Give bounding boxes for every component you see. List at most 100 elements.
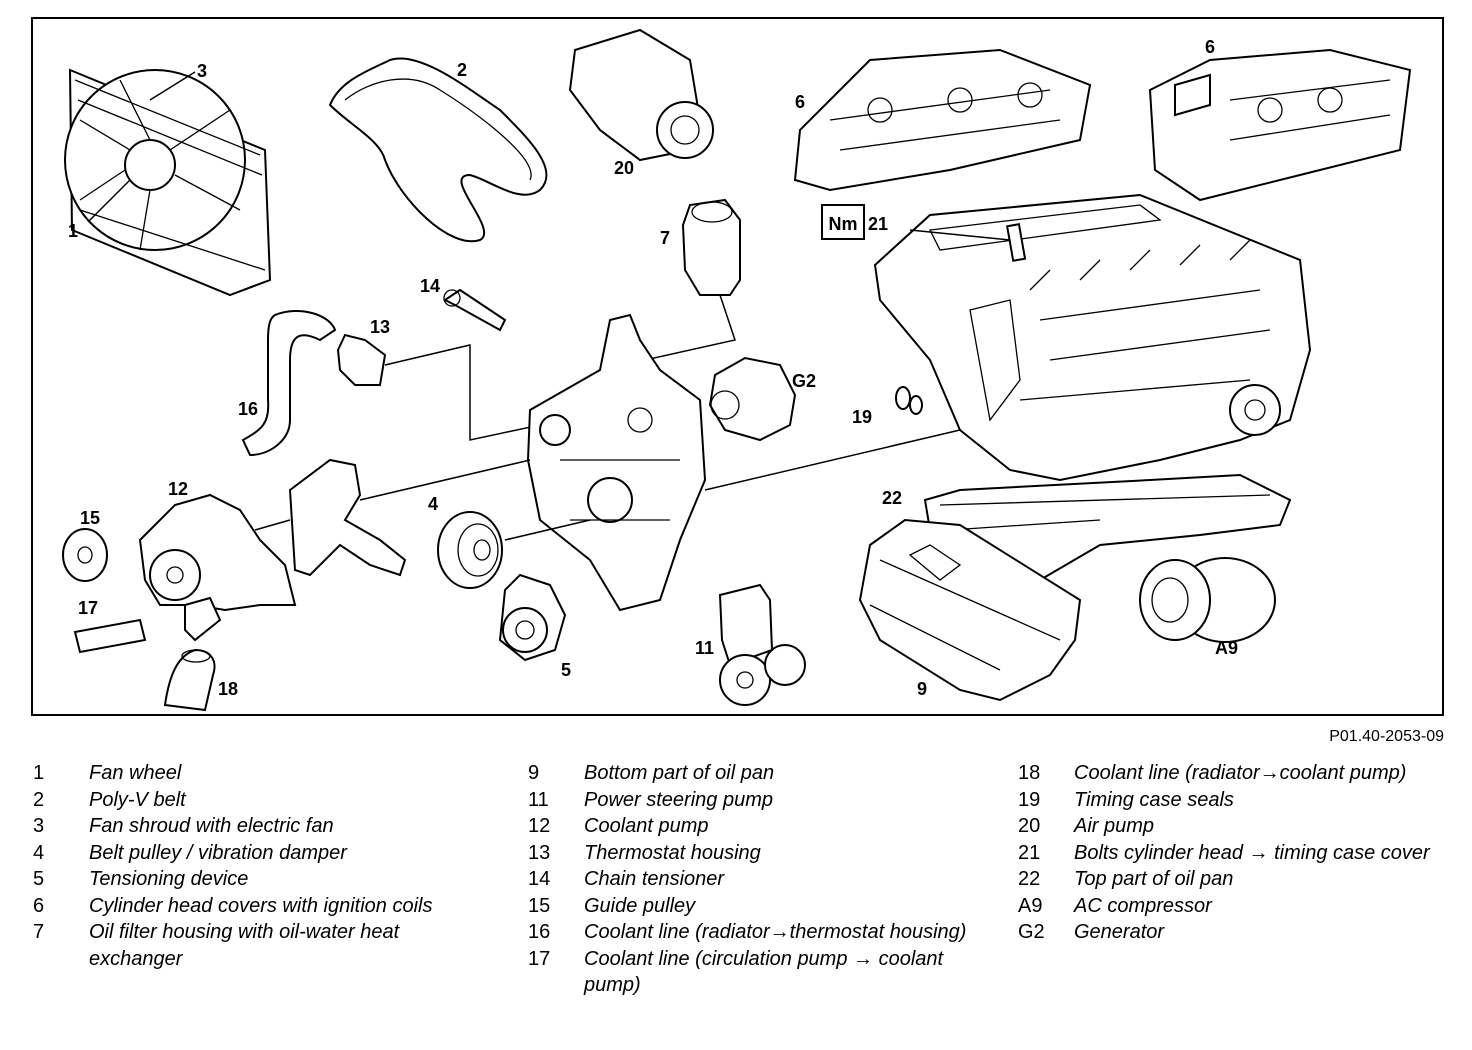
engine-block-drawing [873,193,1312,482]
legend-text: Coolant line (radiator→coolant pump) [1074,762,1407,784]
legend-text: Belt pulley / vibration damper [89,841,347,864]
chain-tensioner-drawing [443,288,507,332]
legend-num: 15 [528,894,551,917]
timing-case-cover-drawing [526,313,707,612]
coolant-line-18-drawing [163,648,216,712]
coolant-line-16-drawing [241,310,337,457]
legend-num: 12 [528,815,551,837]
legend-num: 11 [528,788,549,811]
callout-2: 2 [457,60,467,80]
timing-case-seals-drawing [704,386,961,491]
legend-text: Guide pulley [584,894,696,917]
exploded-diagram-frame [31,17,1444,716]
legend-num: 16 [528,921,551,943]
legend-num: A9 [1018,894,1043,917]
legend-column-3: 18 Coolant line (radiator→coolant pump) 1… [1018,760,1458,946]
legend-num: 13 [528,841,551,864]
legend-num: 21 [1018,841,1041,864]
legend-item: 16 Coolant line (radiator→thermostat hous… [528,919,978,946]
callout-21: 21 [868,214,888,234]
legend-item: 11 Power steering pump [528,787,978,814]
power-steering-pump-drawing [718,583,806,706]
callout-20: 20 [614,158,634,178]
callout-11: 11 [695,638,714,658]
legend-item: A9 AC compressor [1018,893,1458,920]
legend-text: Air pump [1074,815,1155,837]
callout-6-left: 6 [795,92,805,112]
oil-pan-bottom-drawing [858,518,1082,702]
legend-num: 9 [528,762,540,784]
air-pump-drawing [568,28,714,162]
legend-num: 22 [1018,868,1041,890]
nm-badge-box [821,204,865,240]
legend-item: 18 Coolant line (radiator→coolant pump) [1018,760,1458,787]
legend-text: Cylinder head covers with ignition coils [89,894,433,917]
legend-text: Poly-V belt [89,788,186,811]
legend-num: 5 [33,868,45,890]
coolant-line-17-drawing [73,618,147,654]
legend-num: 3 [33,815,45,837]
legend-text: AC compressor [1074,894,1212,917]
callout-4: 4 [428,494,438,514]
legend-num: 14 [528,868,551,890]
callout-G2: G2 [792,371,816,391]
legend-item: 7 Oil filter housing with oil-water heat … [33,919,473,972]
callout-19: 19 [852,407,872,427]
legend-num: G2 [1018,921,1045,943]
legend-num: 20 [1018,815,1041,837]
callout-22: 22 [882,488,902,508]
legend-num: 17 [528,947,551,970]
coolant-pump-drawing [138,493,297,642]
legend-item: 15 Guide pulley [528,893,978,920]
legend-text: Oil filter housing with oil-water heat e… [89,921,400,970]
legend-item: 21 Bolts cylinder head → timing case cove… [1018,840,1458,867]
callout-A9: A9 [1215,638,1238,658]
callout-16: 16 [238,399,258,419]
callout-7: 7 [660,228,670,248]
legend-item: 20 Air pump [1018,813,1458,840]
callout-15: 15 [80,508,100,528]
figure-code: P01.40-2053-09 [1329,728,1444,745]
legend-num: 19 [1018,788,1041,811]
tensioning-device-drawing [498,573,567,662]
legend-num: 2 [33,788,45,811]
generator-drawing [708,356,797,442]
legend-item: 2 Poly-V belt [33,787,473,814]
legend-text: Coolant pump [584,815,709,837]
callout-9: 9 [917,679,927,699]
legend-text: Fan shroud with electric fan [89,815,334,837]
legend-num: 6 [33,894,45,917]
callout-14: 14 [420,276,440,296]
callout-3: 3 [197,61,207,81]
legend-text: Timing case seals [1074,788,1234,811]
legend-num: 18 [1018,762,1041,784]
cylinder-head-cover-left-drawing [793,48,1092,192]
legend-text: Tensioning device [89,868,249,890]
callout-5: 5 [561,660,571,680]
legend-text: Bolts cylinder head → timing case cover [1074,841,1430,864]
legend-item: 12 Coolant pump [528,813,978,840]
nm-badge: Nm [828,214,857,234]
legend-item: 13 Thermostat housing [528,840,978,867]
legend-item: 19 Timing case seals [1018,787,1458,814]
legend-text: Thermostat housing [584,841,761,864]
timing-cover-gasket-drawing [288,458,531,577]
poly-v-belt-drawing [328,57,548,243]
ac-compressor-drawing [1139,557,1276,643]
legend-text: Coolant line (radiator→thermostat housin… [584,921,967,943]
legend-num: 7 [33,921,45,943]
legend-item: 5 Tensioning device [33,866,473,893]
legend-item: G2 Generator [1018,919,1458,946]
callout-18: 18 [218,679,238,699]
legend-text: Power steering pump [584,788,773,811]
fan-shroud-drawing [64,68,272,297]
callout-12: 12 [168,479,188,499]
legend-text: Generator [1074,921,1165,943]
legend-text: Fan wheel [89,762,182,784]
